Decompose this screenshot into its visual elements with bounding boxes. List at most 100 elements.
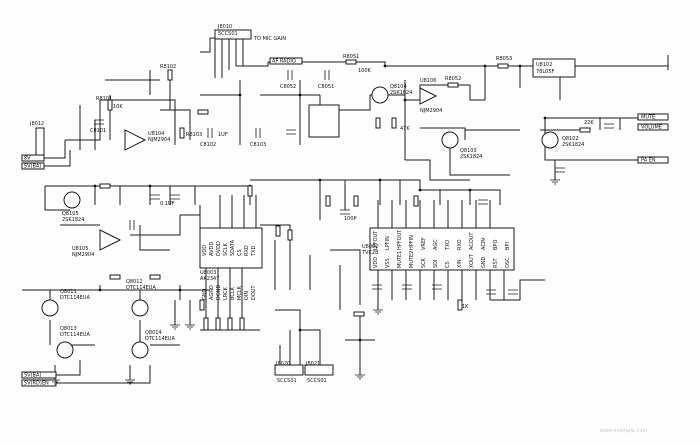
codec-part: AK2347 (200, 276, 219, 282)
svg-text:SCK: SCK (421, 257, 427, 268)
bottom-left-connector (274, 364, 304, 376)
net-left-upper: 8V (24, 156, 31, 162)
c-top2-ref: C8052 (280, 84, 296, 90)
q-bl1-ref: Q8011 (60, 289, 77, 295)
top-connector-note: TO MIC GAIN (253, 36, 286, 42)
br-connector-ref: J8021 (305, 361, 320, 367)
q-right-ref: Q8102 (562, 136, 579, 142)
capacitors (94, 70, 614, 295)
codec-ref: U8003 (200, 270, 216, 276)
resistors (99, 59, 591, 331)
q-bl4-part: DTC114EUA (145, 336, 175, 342)
watermark: www.example.com (600, 428, 647, 434)
reg-ref: U8102 (536, 62, 552, 68)
labels: J8010 5CCS01 TO MIC GAIN J8020 5CCS01 J8… (24, 24, 662, 434)
svg-text:SDI: SDI (433, 260, 439, 269)
svg-text:CS: CS (445, 261, 451, 268)
top-connector-ref: J8010 (217, 24, 232, 30)
net-mute: MUTE (641, 115, 655, 121)
top-connector-part: 5CCS01 (218, 31, 238, 37)
net-af-radio: AF RADIO (272, 59, 296, 65)
svg-text:DGND: DGND (216, 285, 222, 300)
val-0-1u: 0.1UF (160, 201, 175, 207)
codec-pins-bottom: GND AGND DGND LRCK BCLK MCLK DIN DOUT (202, 285, 257, 300)
svg-text:VDD: VDD (373, 257, 379, 268)
c-mid1-ref: C8101 (90, 128, 106, 134)
micamp-ref: U8104 (148, 131, 164, 137)
net-bl-lower: 5V(RD)EN (24, 381, 49, 387)
regulator-ic (532, 58, 576, 78)
val-10k: 10K (113, 104, 123, 110)
svg-text:RST: RST (493, 257, 499, 268)
mic-amp-ic (308, 104, 340, 138)
c-mid3-ref: C8103 (250, 142, 266, 148)
svg-text:TXD: TXD (251, 246, 257, 257)
q-bl3-part: DTC114EUA (60, 332, 90, 338)
r-mid3-ref: R8103 (186, 132, 202, 138)
bottom-right-connector (304, 364, 334, 376)
controller-pins-top: LPFOUT LPFIN HPFOUT HPFIN VREF AGC TXO R… (373, 229, 511, 251)
svg-text:CS: CS (237, 249, 243, 256)
svg-text:XIN: XIN (457, 259, 463, 268)
c-mid2-ref: C8102 (200, 142, 216, 148)
transistors (41, 86, 559, 359)
svg-text:DIN: DIN (244, 291, 250, 300)
net-volume: VOLUME (641, 125, 662, 131)
q-bl2-ref: Q8012 (126, 279, 143, 285)
q-bl2-part: DTC114EUA (126, 285, 156, 291)
svg-text:DVDD: DVDD (216, 241, 222, 256)
net-left-lower: 5V(BA) (24, 164, 41, 170)
svg-text:XOUT: XOUT (469, 253, 475, 268)
svg-text:VSS: VSS (385, 258, 391, 268)
svg-text:ACOUT: ACOUT (469, 232, 475, 250)
val-100k: 100K (358, 68, 372, 74)
val-1k: 1K (462, 304, 469, 310)
c-top1-ref: C8051 (318, 84, 334, 90)
svg-text:LPFOUT: LPFOUT (373, 230, 379, 250)
reg-part: 78L05F (536, 69, 555, 75)
q-left-part: 2SK1824 (62, 217, 84, 223)
q-bl4-ref: Q8014 (145, 330, 162, 336)
left-header-ref: J8012 (29, 121, 44, 127)
net-label-tags (21, 57, 669, 387)
svg-text:MUTE2: MUTE2 (409, 251, 415, 268)
svg-text:GND: GND (202, 288, 208, 300)
ctrl-ref: U8002 (362, 244, 378, 250)
svg-text:RXO: RXO (457, 239, 463, 250)
svg-text:LRCK: LRCK (223, 286, 229, 300)
lopamp-part: NJM2904 (72, 252, 94, 258)
val-22k: 22K (584, 120, 594, 126)
svg-text:LPFIN: LPFIN (385, 236, 391, 250)
codec-pins-top: VDD AVDD DVDD SCLK SDATA CS RXD TXD (202, 239, 257, 257)
svg-text:DOUT: DOUT (251, 285, 257, 300)
svg-text:AVDD: AVDD (209, 242, 215, 256)
svg-text:AGND: AGND (209, 285, 215, 300)
bl-connector-part: 5CCS01 (277, 378, 297, 384)
ctrl-part: TVC28 (361, 250, 378, 256)
top-connector (214, 29, 252, 40)
svg-text:VDD: VDD (202, 245, 208, 256)
controller-pins-bottom: VDD VSS MUTE1 MUTE2 SCK SDI CS XIN XOUT … (373, 251, 511, 268)
opamps (99, 87, 438, 251)
svg-text:BPI: BPI (505, 242, 511, 250)
codec-ic (199, 227, 263, 269)
q-left-ref: Q8105 (62, 211, 79, 217)
svg-text:SCLK: SCLK (223, 243, 229, 256)
ground-symbols (50, 179, 560, 385)
br-connector-part: 5CCS01 (307, 378, 327, 384)
q-bl1-part: DTC114EUA (60, 295, 90, 301)
val-47k: 47K (400, 126, 410, 132)
q-mute-mid-ref: Q8103 (460, 148, 477, 154)
r-top1-ref: R8051 (343, 54, 359, 60)
val-100p: 100P (344, 216, 357, 222)
midopamp-part: NJM2904 (420, 108, 442, 114)
q-bl3-ref: Q8013 (60, 326, 77, 332)
svg-text:SDATA: SDATA (230, 239, 236, 256)
lopamp-ref: U8105 (72, 246, 88, 252)
q-right-part: 2SK1824 (562, 142, 584, 148)
val-1u: 1UF (218, 132, 228, 138)
bl-connector-ref: J8020 (275, 361, 290, 367)
svg-text:MUTE1: MUTE1 (397, 251, 403, 268)
svg-text:BCLK: BCLK (230, 286, 236, 300)
